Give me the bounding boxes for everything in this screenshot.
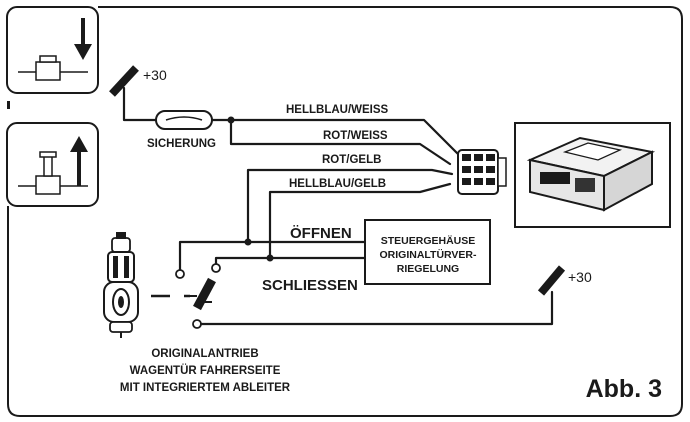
open-label: ÖFFNEN: [290, 225, 352, 242]
control-box-line3: RIEGELUNG: [397, 263, 459, 275]
supply-top-label: +30: [143, 67, 167, 83]
diagram-frame: [7, 6, 683, 417]
junction-close: [266, 254, 274, 262]
control-box: STEUERGEHÄUSE ORIGINALTÜRVER- RIEGELUNG: [364, 219, 491, 285]
wire-w4: [268, 182, 452, 260]
fuse: SICHERUNG: [122, 86, 216, 150]
actuator-caption-line2: WAGENTÜR FAHRERSEITE: [130, 364, 281, 377]
wire-w1-label: HELLBLAU/WEISS: [286, 104, 389, 116]
control-box-line1: STEUERGEHÄUSE: [381, 234, 476, 247]
wire-w1: [210, 118, 460, 156]
wire-w4-label: HELLBLAU/GELB: [289, 178, 386, 190]
switch-contact-left: [175, 269, 185, 279]
panel-separator: [7, 101, 10, 109]
switch-contact-right: [211, 263, 221, 273]
control-box-line2: ORIGINALTÜRVER-: [379, 248, 477, 261]
switch-contact-bottom: [192, 319, 202, 329]
wire-open: [178, 240, 367, 272]
control-module-icon: [514, 122, 671, 228]
supply-right: +30: [537, 265, 592, 296]
figure-label: Abb. 3: [586, 375, 662, 403]
wire-close: [214, 256, 367, 266]
fuse-label: SICHERUNG: [147, 138, 216, 150]
connector-plug: [457, 149, 507, 195]
lock-down-icon: [6, 6, 99, 94]
junction-open: [244, 238, 252, 246]
actuator-caption-line1: ORIGINALANTRIEB: [151, 348, 258, 360]
close-label: SCHLIESSEN: [262, 277, 358, 294]
wire-w3-label: ROT/GELB: [322, 154, 381, 166]
wire-w2-label: ROT/WEISS: [323, 130, 388, 142]
wire-w2: [229, 118, 452, 166]
supply-top: +30: [109, 65, 167, 97]
wire-w3: [246, 168, 454, 244]
door-actuator-icon: [103, 232, 139, 338]
actuator-caption-line3: MIT INTEGRIERTEM ABLEITER: [120, 382, 291, 394]
supply-right-label: +30: [568, 269, 592, 285]
wire-return: [199, 290, 554, 326]
unlock-up-icon: [6, 122, 99, 207]
switch-lever: [151, 277, 216, 311]
